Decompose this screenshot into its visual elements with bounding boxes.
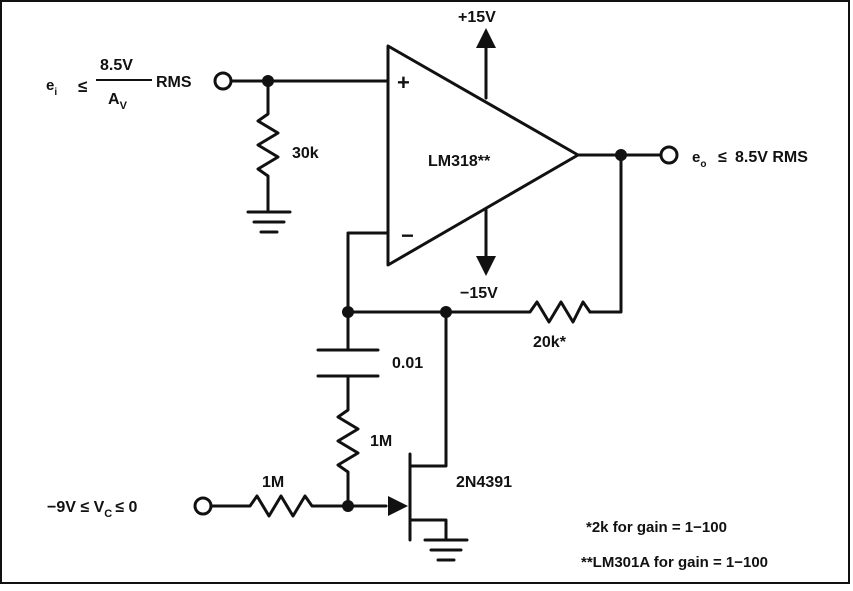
- input-wire: [229, 75, 390, 106]
- output-terminal: [659, 145, 679, 165]
- input-terminal: [213, 71, 233, 91]
- label-r-gate-horizontal: 1M: [262, 474, 284, 491]
- label-r-feedback: 20k*: [533, 334, 567, 351]
- input-label-relation: ≤: [78, 77, 87, 96]
- input-label-suffix: RMS: [156, 74, 192, 91]
- supply-positive-label: +15V: [458, 9, 496, 26]
- supply-positive-arrow: [476, 28, 496, 100]
- opamp-name: LM318**: [428, 153, 491, 170]
- resistor-1m-vertical: [336, 400, 360, 508]
- capacitor-001: [316, 310, 380, 404]
- opamp-triangle: [386, 44, 580, 267]
- input-label-prefix: ei: [46, 77, 57, 98]
- output-label-relation: ≤: [718, 149, 727, 166]
- output-wire: [576, 149, 663, 314]
- input-label-numerator: 8.5V: [100, 57, 133, 74]
- label-capacitor: 0.01: [392, 355, 423, 372]
- control-terminal: [193, 496, 213, 516]
- label-r-input: 30k: [292, 145, 319, 162]
- resistor-1m-horizontal: [238, 494, 388, 518]
- opamp-minus-sign: −: [401, 223, 414, 248]
- ground-symbol-fet: [423, 538, 469, 562]
- supply-negative-arrow: [476, 208, 496, 276]
- resistor-30k: [256, 102, 280, 212]
- note-opamp: **LM301A for gain = 1−100: [581, 554, 768, 571]
- label-fet: 2N4391: [456, 474, 512, 491]
- resistor-20k: [518, 300, 592, 324]
- input-label-denominator: AV: [108, 91, 128, 112]
- opamp-plus-sign: +: [397, 70, 410, 95]
- label-r-gate-vertical: 1M: [370, 433, 392, 450]
- control-label: −9V ≤ VC≤ 0: [47, 499, 137, 520]
- output-label-prefix: eo: [692, 149, 706, 170]
- supply-negative-label: −15V: [460, 285, 498, 302]
- inverting-input-wire: [342, 231, 522, 318]
- ground-symbol-input: [246, 210, 292, 234]
- output-label-value: 8.5V RMS: [735, 149, 808, 166]
- jfet-2n4391: [388, 310, 448, 542]
- note-resistor: *2k for gain = 1−100: [586, 519, 727, 536]
